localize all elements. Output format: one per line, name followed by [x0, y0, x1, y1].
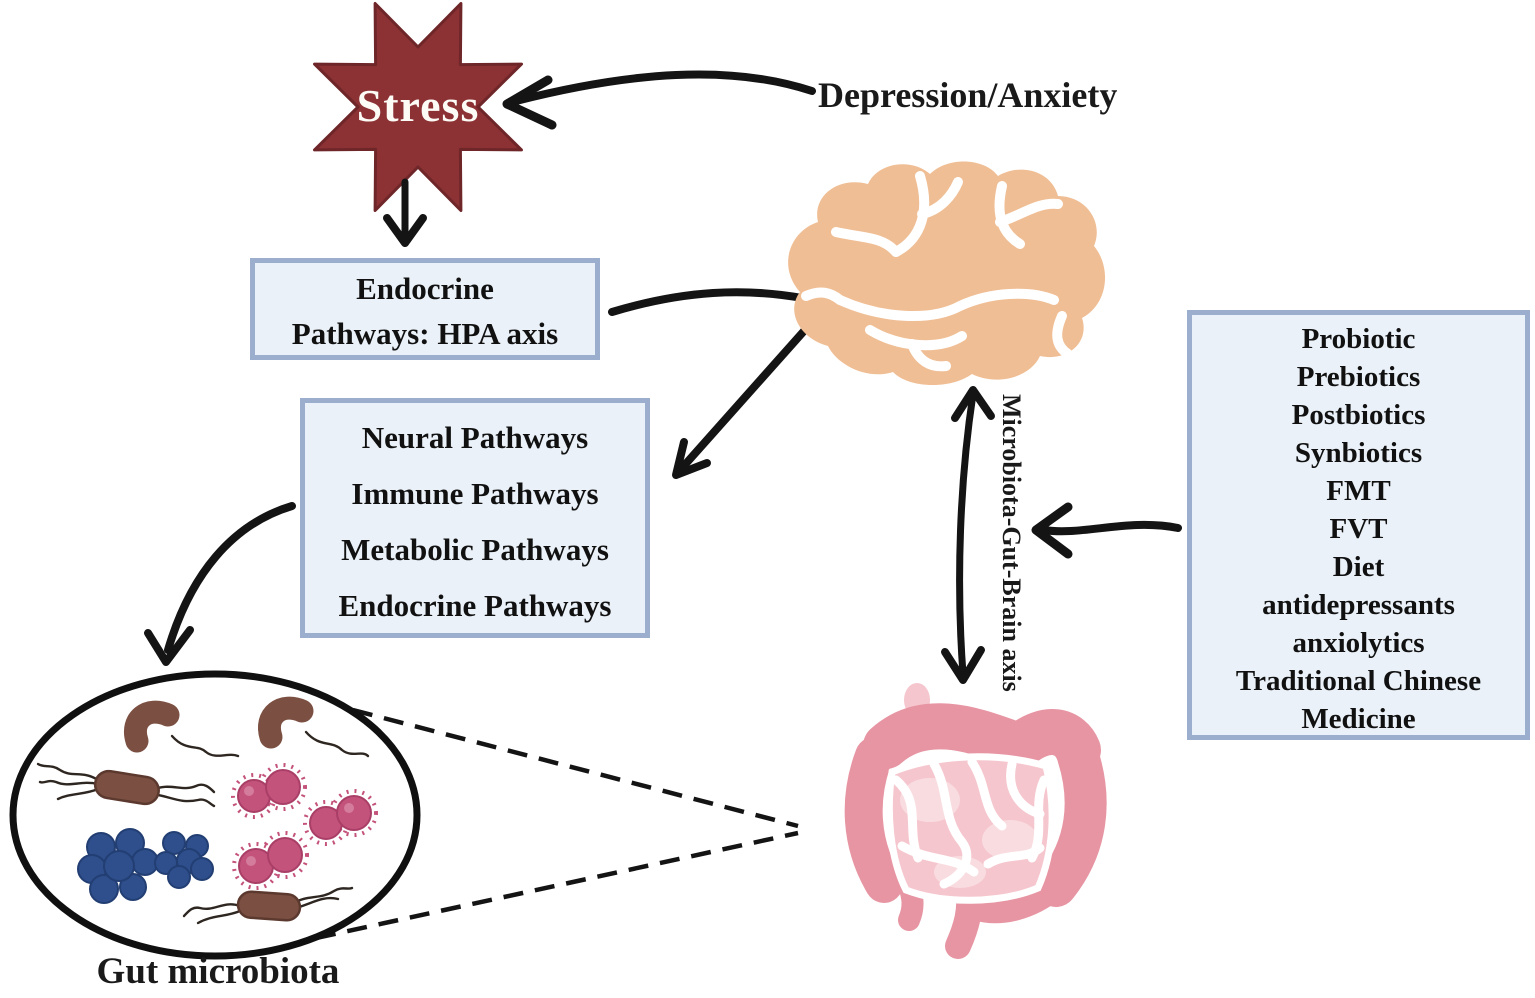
blue-cluster-2: [154, 831, 214, 889]
intervention-item: anxiolytics: [1292, 627, 1425, 659]
diplococcus-2: [303, 789, 378, 846]
dashed-line-top: [321, 699, 799, 829]
pathways-item: Endocrine Pathways: [338, 588, 612, 623]
arrow-depression-to-stress: [502, 70, 816, 130]
diplococcus-3: [232, 831, 309, 890]
intervention-item: Probiotic: [1301, 323, 1416, 355]
blue-cocci-clusters: [77, 828, 214, 904]
vibrio-1: [124, 700, 180, 753]
arrow-brain-gut-axis: [941, 386, 995, 684]
arrow-interventions-to-axis: [1031, 502, 1182, 559]
depression-anxiety-label: Depression/Anxiety: [818, 75, 1118, 115]
pathways-item: Neural Pathways: [361, 420, 589, 455]
pink-diplococci: [231, 763, 378, 890]
endocrine-pathways-box: Endocrine Pathways: HPA axis: [250, 258, 600, 360]
intervention-item: Diet: [1332, 551, 1385, 583]
intervention-item: Postbiotics: [1291, 399, 1426, 431]
arrowhead-down: [941, 646, 985, 684]
gut-illustration: [844, 683, 1107, 959]
stress-label: Stress: [356, 80, 480, 131]
arrow-brain-to-pathways: [672, 318, 816, 479]
arrow-stress-to-endocrine: [383, 178, 427, 247]
blue-cluster-1: [77, 828, 159, 904]
magnification-dashed-lines: [315, 699, 799, 941]
vibrio-2: [258, 696, 314, 749]
arrowhead: [383, 214, 427, 247]
pathways-box: Neural Pathways Immune Pathways Metaboli…: [300, 398, 650, 638]
arrowhead: [672, 438, 711, 479]
microbiota-gut-brain-axis-label: Microbiota-Gut-Brain axis: [997, 394, 1026, 692]
gut-coil-lines: [891, 757, 1049, 889]
pathways-item: Metabolic Pathways: [341, 532, 609, 567]
diplococcus-1: [231, 763, 307, 819]
arrowhead: [1031, 502, 1073, 559]
intervention-item: FVT: [1329, 513, 1388, 545]
bacteria-flagella: [36, 730, 370, 925]
arrowhead: [502, 75, 557, 130]
endocrine-box-line2: Pathways: HPA axis: [291, 316, 559, 351]
rod-2: [236, 890, 302, 922]
dashed-line-bottom: [315, 830, 799, 941]
pathways-item: Immune Pathways: [351, 476, 599, 511]
endocrine-box-line1: Endocrine: [356, 271, 494, 306]
arrowhead: [144, 626, 194, 666]
connector-endocrine-to-brain: [608, 288, 806, 316]
gut-microbiota-ellipse: [9, 670, 421, 960]
rod-bacteria: [93, 769, 302, 922]
rod-1: [93, 769, 160, 806]
brain-illustration: [788, 161, 1106, 386]
gut-microbiota-label: Gut microbiota: [96, 951, 340, 992]
brain-sulci-lines: [801, 171, 1073, 372]
intervention-item: Prebiotics: [1296, 361, 1421, 393]
starburst-shape: [313, 2, 523, 212]
intervention-item: Traditional Chinese Medicine: [1235, 665, 1482, 735]
intervention-item: FMT: [1326, 475, 1391, 507]
stress-starburst: [313, 2, 523, 212]
intervention-item: Synbiotics: [1294, 437, 1423, 469]
interventions-box: Probiotic Prebiotics Postbiotics Synbiot…: [1187, 310, 1530, 740]
arrowhead-up: [951, 386, 995, 422]
arrow-pathways-to-microbiota: [144, 502, 296, 666]
intervention-item: antidepressants: [1262, 589, 1455, 621]
arrows: [144, 70, 1182, 684]
vibrio-bacteria: [124, 696, 314, 753]
